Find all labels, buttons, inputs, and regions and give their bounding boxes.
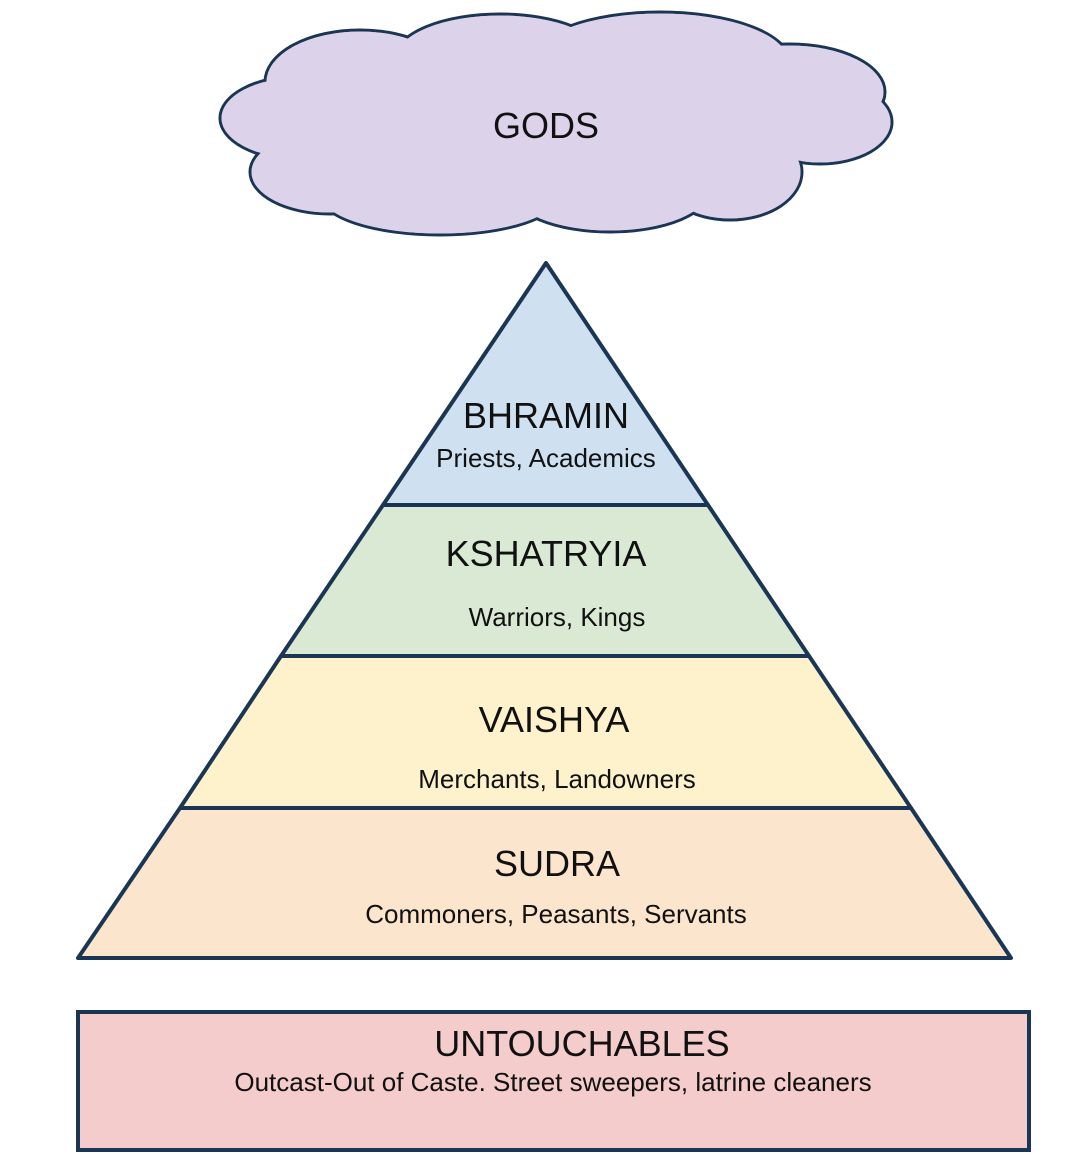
outcast-box: UNTOUCHABLES Outcast-Out of Caste. Stree… <box>76 1010 1031 1152</box>
caste-pyramid: BHRAMIN Priests, Academics KSHATRYIA War… <box>76 261 1013 960</box>
tier-vaishya-description: Merchants, Landowners <box>418 764 695 794</box>
gods-label: GODS <box>493 105 599 146</box>
tier-sudra-name: SUDRA <box>494 843 620 884</box>
outcast-description: Outcast-Out of Caste. Street sweepers, l… <box>234 1067 871 1097</box>
outcast-name: UNTOUCHABLES <box>434 1023 729 1064</box>
tier-sudra-description: Commoners, Peasants, Servants <box>365 899 747 929</box>
tier-kshatryia-description: Warriors, Kings <box>469 602 646 632</box>
tier-bhramin-description: Priests, Academics <box>436 443 656 473</box>
tier-bhramin-name: BHRAMIN <box>463 395 629 436</box>
gods-cloud: GODS <box>218 10 894 237</box>
outcast-rect <box>76 1010 1031 1152</box>
tier-kshatryia-name: KSHATRYIA <box>446 533 647 574</box>
tier-vaishya-name: VAISHYA <box>479 699 630 740</box>
tier-kshatryia-band <box>279 503 811 658</box>
tier-sudra-band <box>76 806 1013 960</box>
